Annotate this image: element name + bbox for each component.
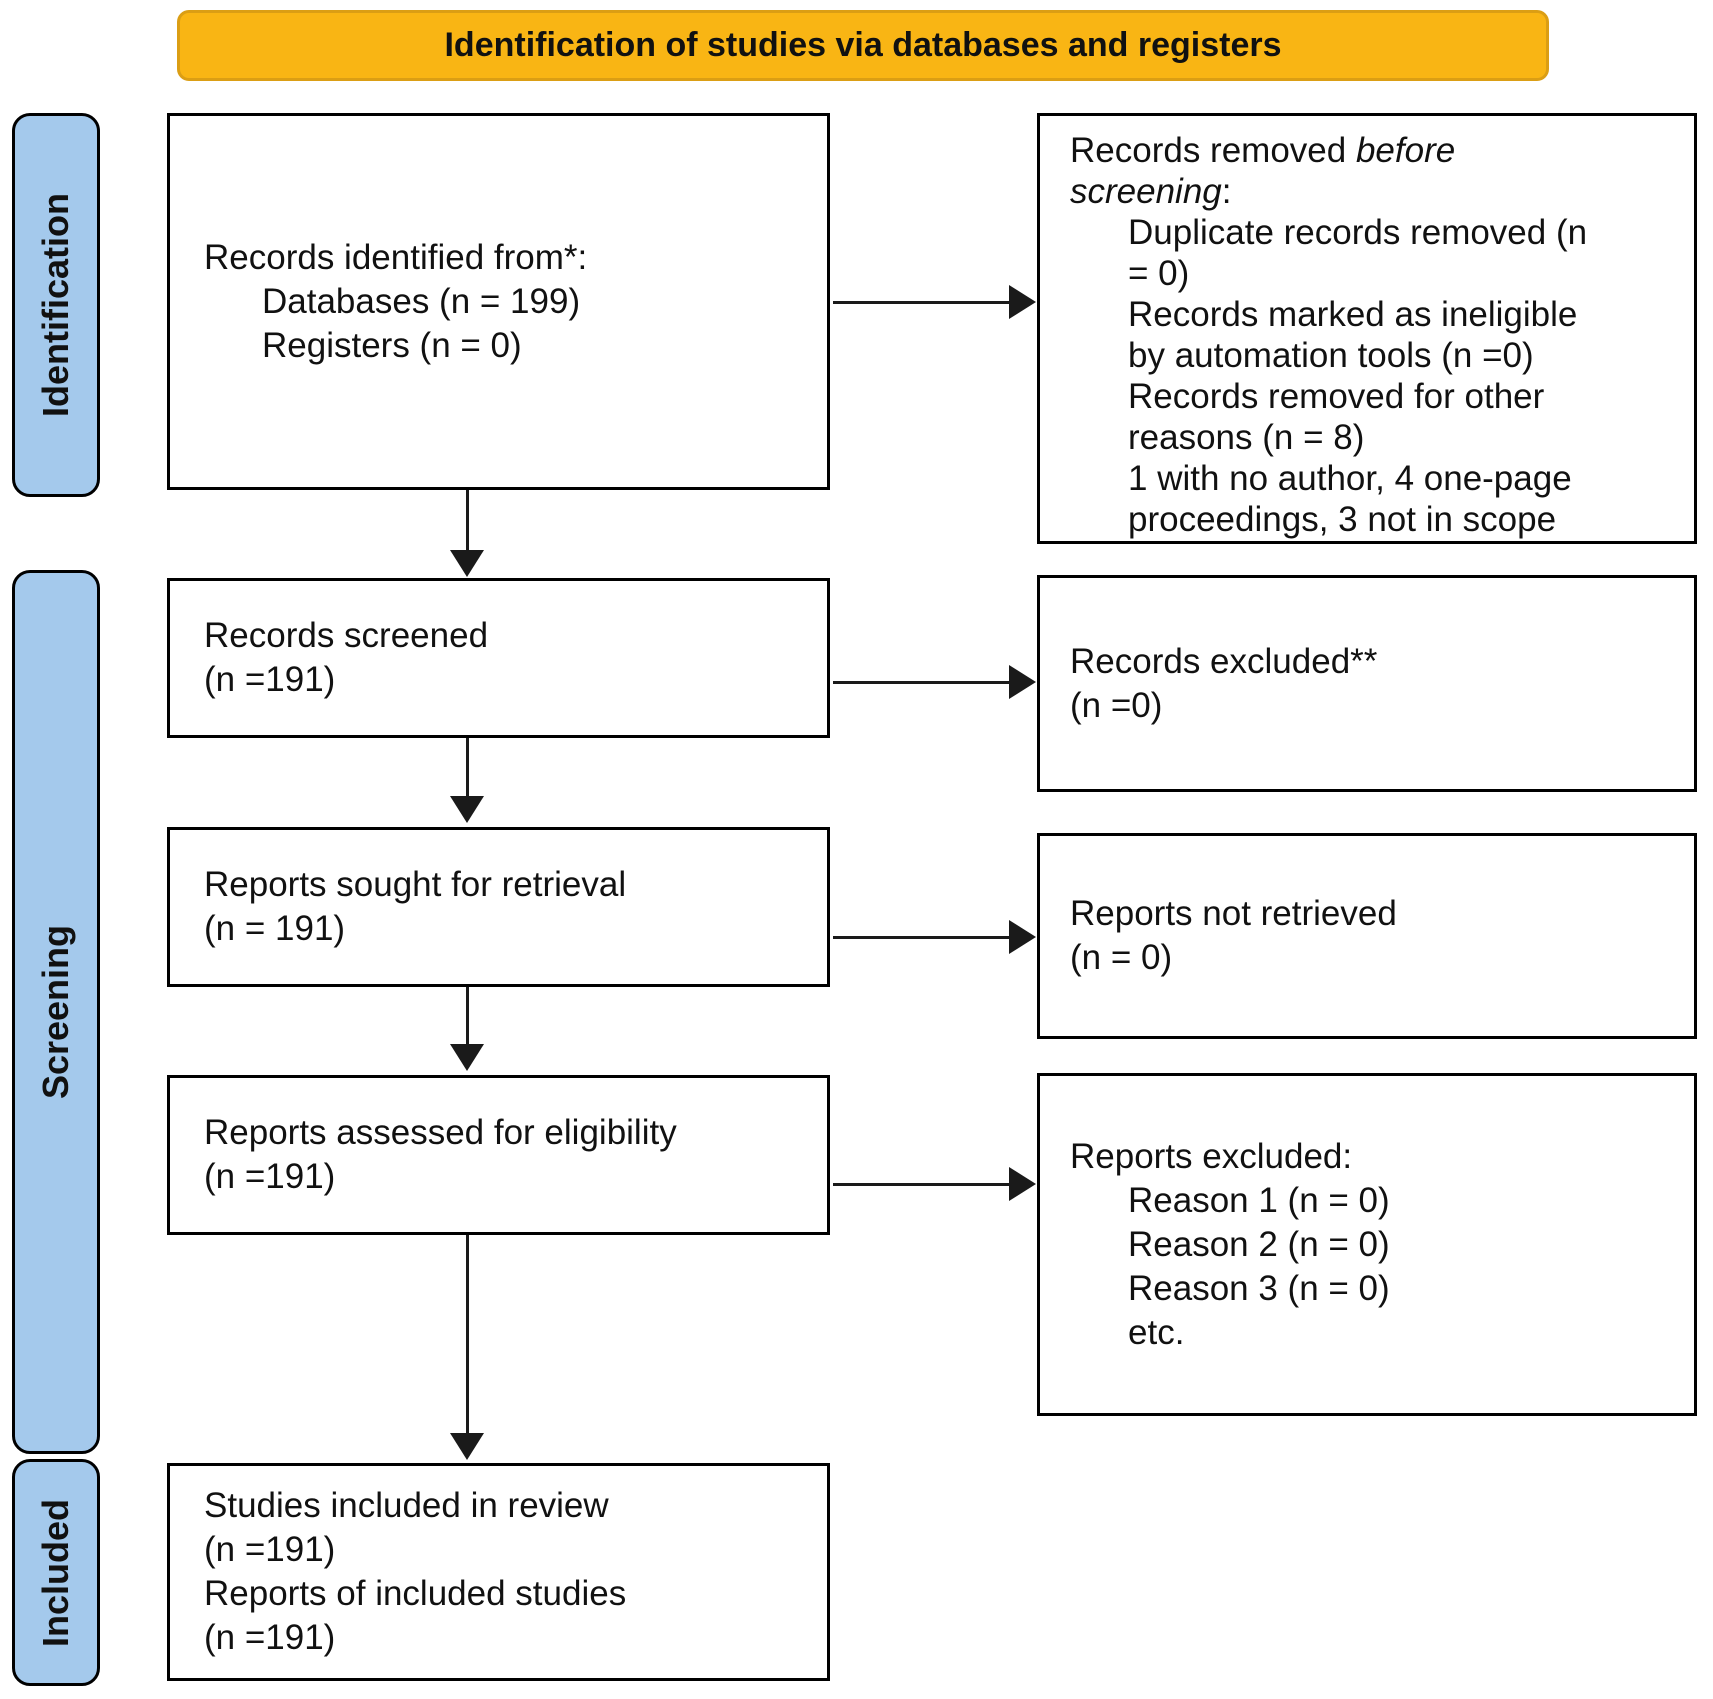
stage-label-screening: Screening <box>12 570 100 1454</box>
studies-included-line3: Reports of included studies <box>204 1574 627 1613</box>
records-screened-line1: Records screened <box>204 616 489 655</box>
flow-arrow-assessed-to-included-head <box>450 1433 484 1460</box>
studies-included-line4: (n =191) <box>204 1618 336 1657</box>
records-identified-databases: Databases (n = 199) <box>262 281 581 321</box>
flow-arrow-assessed-to-excluded-head <box>1009 1167 1036 1201</box>
records-removed-title-italic: before screening <box>1070 131 1456 211</box>
records-removed-duplicates: Duplicate records removed (n = 0) <box>1128 213 1588 293</box>
header-title: Identification of studies via databases … <box>444 26 1282 64</box>
reports-not-retrieved-box: Reports not retrieved (n = 0) <box>1037 833 1697 1039</box>
reports-sought-line2: (n = 191) <box>204 909 346 948</box>
records-removed-other-reasons: Records removed for other reasons (n = 8… <box>1128 377 1545 457</box>
records-identified-title: Records identified from*: <box>204 237 588 277</box>
studies-included-line2: (n =191) <box>204 1530 336 1569</box>
reports-excluded-reason1: Reason 1 (n = 0) <box>1128 1180 1390 1220</box>
stage-label-included-text: Included <box>35 1498 77 1647</box>
header-banner: Identification of studies via databases … <box>177 10 1549 81</box>
records-removed-title-prefix: Records removed <box>1070 131 1356 170</box>
reports-excluded-reason3: Reason 3 (n = 0) <box>1128 1268 1390 1308</box>
reports-excluded-title: Reports excluded: <box>1070 1136 1353 1176</box>
flow-arrow-screened-to-sought-head <box>450 796 484 823</box>
records-screened-line2: (n =191) <box>204 660 336 699</box>
reports-assessed-line2: (n =191) <box>204 1157 336 1196</box>
reports-excluded-etc: etc. <box>1128 1312 1185 1352</box>
stage-label-identification-text: Identification <box>35 193 76 417</box>
records-identified-registers: Registers (n = 0) <box>262 325 522 365</box>
stage-label-identification: Identification <box>12 113 100 497</box>
stage-label-screening-text: Screening <box>35 924 76 1100</box>
flow-arrow-identified-to-removed-line <box>833 301 1010 304</box>
reports-sought-line1: Reports sought for retrieval <box>204 865 627 904</box>
studies-included-line1: Studies included in review <box>204 1486 609 1525</box>
stage-label-included: Included <box>12 1459 100 1686</box>
records-removed-automation: Records marked as ineligible by automati… <box>1128 295 1578 375</box>
records-screened-box: Records screened (n =191) <box>167 578 830 738</box>
reports-assessed-box: Reports assessed for eligibility (n =191… <box>167 1075 830 1235</box>
reports-assessed-line1: Reports assessed for eligibility <box>204 1113 677 1152</box>
flow-arrow-identified-to-screened-head <box>450 550 484 577</box>
flow-arrow-sought-to-assessed-head <box>450 1044 484 1071</box>
flow-arrow-assessed-to-excluded-line <box>833 1183 1010 1186</box>
flow-arrow-identified-to-screened-line <box>466 490 469 552</box>
records-excluded-line1: Records excluded** <box>1070 641 1378 681</box>
flow-arrow-screened-to-excluded-head <box>1009 665 1036 699</box>
flow-arrow-sought-to-assessed-line <box>466 987 469 1046</box>
records-removed-title: Records removed before screening: <box>1070 130 1610 212</box>
reports-not-retrieved-line1: Reports not retrieved <box>1070 894 1397 933</box>
records-removed-reason-detail: 1 with no author, 4 one-page proceedings… <box>1128 459 1572 539</box>
records-excluded-box: Records excluded** (n =0) <box>1037 575 1697 792</box>
flow-arrow-sought-to-notretrieved-line <box>833 936 1010 939</box>
records-excluded-line2: (n =0) <box>1070 685 1163 725</box>
reports-not-retrieved-line2: (n = 0) <box>1070 938 1173 977</box>
records-removed-title-suffix: : <box>1221 172 1232 211</box>
flow-arrow-screened-to-excluded-line <box>833 681 1010 684</box>
reports-excluded-box: Reports excluded: Reason 1 (n = 0) Reaso… <box>1037 1073 1697 1416</box>
reports-sought-box: Reports sought for retrieval (n = 191) <box>167 827 830 987</box>
reports-excluded-reason2: Reason 2 (n = 0) <box>1128 1224 1390 1264</box>
flow-arrow-identified-to-removed-head <box>1009 285 1036 319</box>
records-identified-box: Records identified from*: Databases (n =… <box>167 113 830 490</box>
records-removed-box: Records removed before screening: Duplic… <box>1037 113 1697 544</box>
flow-arrow-assessed-to-included-line <box>466 1235 469 1435</box>
flow-arrow-sought-to-notretrieved-head <box>1009 920 1036 954</box>
flow-arrow-screened-to-sought-line <box>466 738 469 798</box>
studies-included-box: Studies included in review (n =191) Repo… <box>167 1463 830 1681</box>
